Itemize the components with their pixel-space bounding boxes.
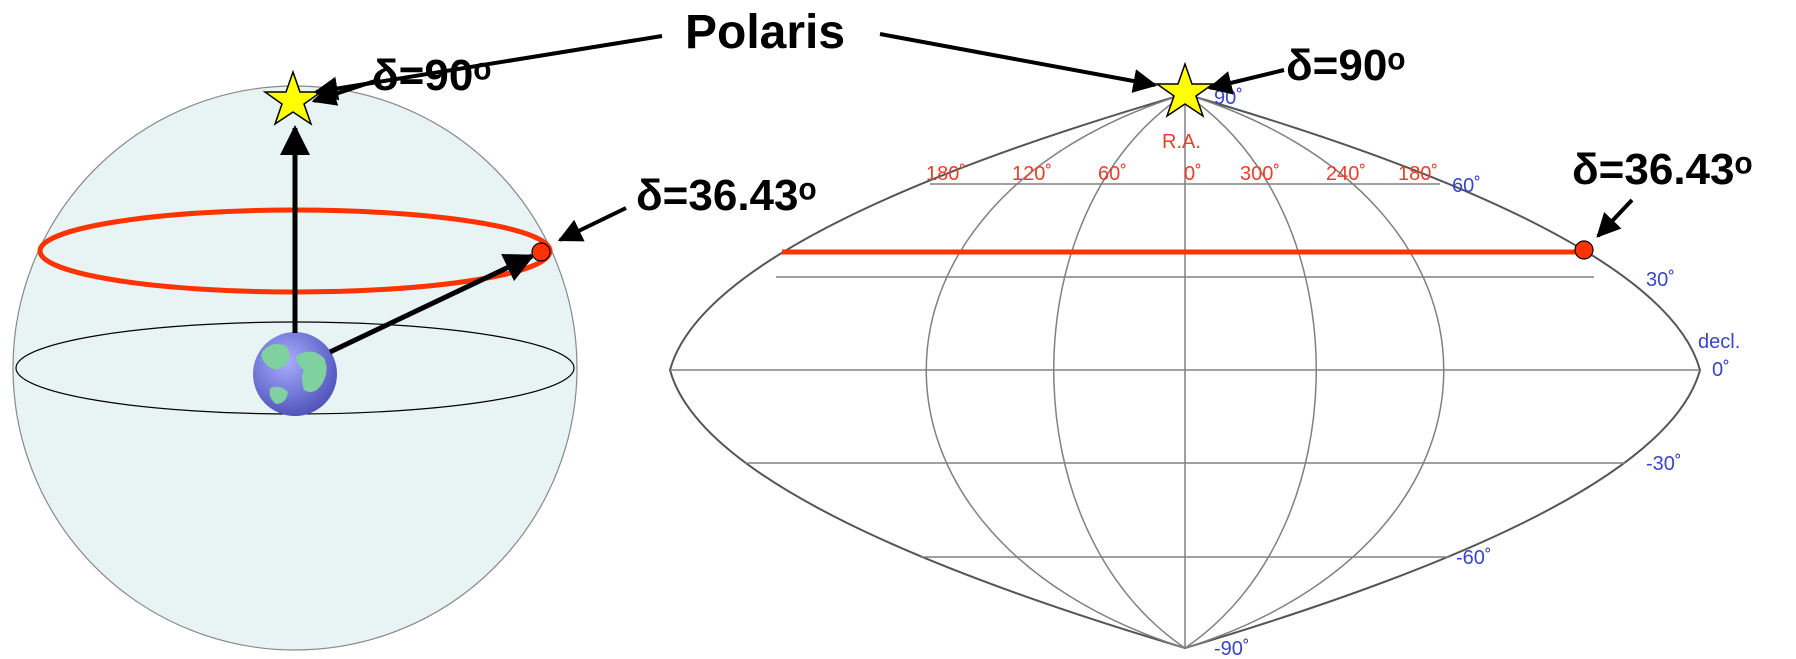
star-icon <box>1154 61 1216 118</box>
left-pole-label: δ=90ᵒ <box>372 51 491 100</box>
ra-tick-label: 300˚ <box>1240 163 1280 185</box>
map-point-label-arrow <box>1596 198 1634 238</box>
point-label-arrow <box>557 206 627 242</box>
ra-tick-label: 180˚ <box>926 163 966 185</box>
dec-tick-label: 60˚ <box>1452 175 1481 197</box>
ra-axis-label: R.A. <box>1162 131 1201 153</box>
left-panel-celestial-sphere: δ=90ᵒ δ=36.43ᵒ <box>12 51 817 651</box>
ra-tick-label: 240˚ <box>1326 163 1366 185</box>
dec-tick-label: -60˚ <box>1456 547 1492 569</box>
ra-tick-label: 60˚ <box>1098 163 1127 185</box>
declination-point <box>531 242 551 262</box>
dec-tick-label: -90˚ <box>1214 638 1250 659</box>
map-declination-point <box>1574 240 1594 260</box>
right-pole-label: δ=90ᵒ <box>1286 41 1405 90</box>
dec-tick-label: 90˚ <box>1214 87 1243 109</box>
ra-tick-label: 180˚ <box>1398 163 1438 185</box>
right-panel-sky-map: R.A. 180˚ 120˚ 60˚ 0˚ 300˚ 240˚ 180˚ 90˚… <box>668 41 1753 659</box>
polaris-label: Polaris <box>685 6 845 59</box>
ra-tick-label: 120˚ <box>1012 163 1052 185</box>
right-point-label: δ=36.43ᵒ <box>1572 145 1753 194</box>
dec-tick-label: -30˚ <box>1646 453 1682 475</box>
dec-tick-labels: 90˚ 60˚ 30˚ decl. 0˚ -30˚ -60˚ -90˚ <box>1214 87 1740 659</box>
earth-icon <box>253 332 337 416</box>
dec-axis-label: decl. <box>1698 331 1740 353</box>
ra-tick-label: 0˚ <box>1184 163 1202 185</box>
polaris-arrow-right <box>879 32 1158 93</box>
ra-tick-labels: 180˚ 120˚ 60˚ 0˚ 300˚ 240˚ 180˚ <box>926 163 1438 185</box>
dec-parallels <box>670 183 1700 558</box>
point-vector <box>328 253 535 355</box>
polaris-arrow-left <box>313 34 663 101</box>
dec-tick-label: 30˚ <box>1646 269 1675 291</box>
dec-tick-label: 0˚ <box>1712 359 1730 381</box>
left-point-label: δ=36.43ᵒ <box>636 171 817 220</box>
map-pole-label-arrow <box>1207 68 1285 95</box>
